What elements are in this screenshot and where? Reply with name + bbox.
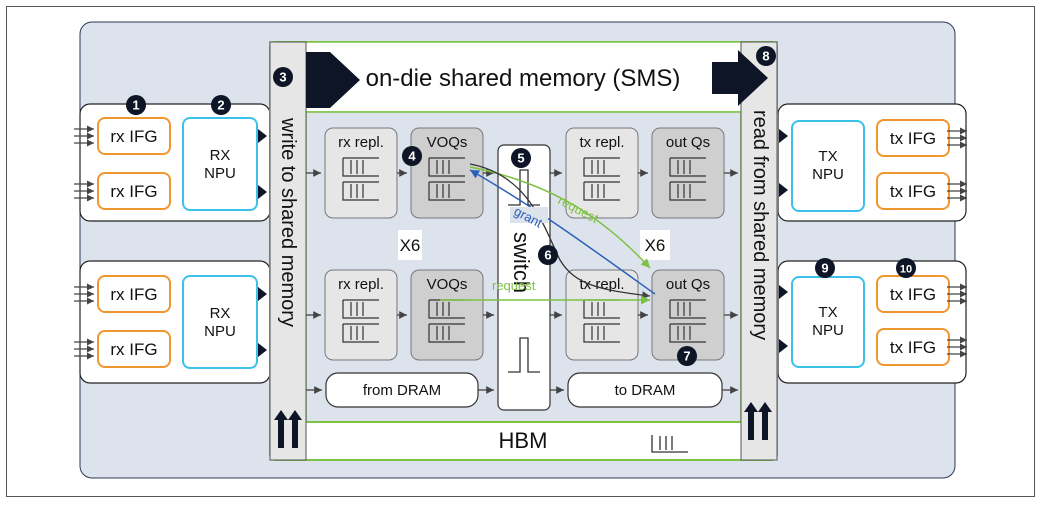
rx-ifg-label: rx IFG: [110, 285, 157, 304]
step-badge-number: 7: [683, 349, 690, 364]
step-badge-number: 9: [821, 261, 828, 276]
step-badge-number: 10: [900, 264, 912, 276]
tx-repl-queue-icon: [583, 157, 620, 201]
out-qs-label: out Qs: [666, 134, 710, 151]
rx-ifg-label: rx IFG: [110, 340, 157, 359]
step-badge-number: 2: [217, 98, 224, 113]
hbm-queue-icon: [651, 435, 688, 453]
step-badge-7: [677, 346, 697, 366]
out-qs-label: out Qs: [666, 276, 710, 293]
request-label-bottom: request: [492, 278, 536, 293]
x6-label-right: X6: [645, 236, 666, 255]
rx-repl-queue-icon: [342, 299, 379, 343]
read-bar: [740, 41, 778, 461]
step-badge-1: [126, 95, 146, 115]
rx-ifg-box: [97, 117, 171, 155]
tx-npu-label-1: TX: [818, 148, 837, 165]
step-badge-number: 3: [279, 70, 286, 85]
step-badge-9: [815, 258, 835, 278]
rx-npu-out-arrow: [258, 129, 267, 143]
step-badge-5: [511, 148, 531, 168]
tx-npu-in-arrow: [779, 129, 788, 143]
rx-npu-box: [182, 275, 258, 369]
write-label: write to shared memory: [277, 117, 299, 327]
hbm-write-arrows: [274, 410, 302, 448]
step-badge-8: [756, 46, 776, 66]
rx-port-lines: [74, 338, 94, 360]
out-qs-queue-icon: [669, 157, 706, 201]
tx-port-lines: [947, 336, 967, 358]
step-badge-4: [402, 146, 422, 166]
rx-npu-label-2: NPU: [204, 323, 236, 340]
rx-npu-box: [182, 117, 258, 211]
rx-repl-label: rx repl.: [338, 276, 384, 293]
voqs-queue-icon: [428, 157, 465, 201]
rx-npu-label-1: RX: [210, 305, 231, 322]
out-qs-queue-icon: [669, 299, 706, 343]
tx-ifg-label: tx IFG: [890, 182, 936, 201]
voqs-label: VOQs: [427, 276, 468, 293]
hbm-label: HBM: [499, 428, 548, 453]
tx-npu-label-1: TX: [818, 304, 837, 321]
step-badge-6: [538, 245, 558, 265]
voqs-queue-icon: [428, 299, 465, 343]
rx-repl-queue-icon: [342, 157, 379, 201]
tx-port-lines: [947, 180, 967, 202]
tx-npu-label-2: NPU: [812, 322, 844, 339]
tx-npu-in-arrow: [779, 183, 788, 197]
step-badge-number: 1: [132, 98, 139, 113]
sms-read-arrow: [712, 50, 768, 106]
step-badge-2: [211, 95, 231, 115]
from-dram-label: from DRAM: [363, 382, 441, 399]
rx-ifg-label: rx IFG: [110, 127, 157, 146]
read-label: read from shared memory: [749, 110, 771, 340]
switch-pulse-icon: [508, 169, 540, 373]
tx-npu-in-arrow: [779, 339, 788, 353]
step-badge-3: [273, 67, 293, 87]
tx-npu-label-2: NPU: [812, 166, 844, 183]
tx-npu-box: [791, 120, 865, 212]
rx-ifg-box: [97, 172, 171, 210]
rx-port-lines: [74, 125, 94, 147]
step-badge-number: 5: [517, 151, 524, 166]
tx-npu-in-arrow: [779, 285, 788, 299]
rx-npu-out-arrow: [258, 287, 267, 301]
rx-ifg-box: [97, 330, 171, 368]
tx-ifg-label: tx IFG: [890, 129, 936, 148]
tx-repl-label: tx repl.: [579, 134, 624, 151]
write-bar: [269, 41, 307, 461]
rx-npu-out-arrow: [258, 185, 267, 199]
rx-ifg-box: [97, 275, 171, 313]
step-badge-number: 6: [544, 248, 551, 263]
sms-write-arrow: [306, 52, 360, 108]
rx-npu-label-2: NPU: [204, 165, 236, 182]
rx-repl-label: rx repl.: [338, 134, 384, 151]
x6-label-left: X6: [400, 236, 421, 255]
tx-ifg-label: tx IFG: [890, 338, 936, 357]
rx-npu-label-1: RX: [210, 147, 231, 164]
rx-ifg-label: rx IFG: [110, 182, 157, 201]
step-badge-number: 4: [408, 149, 416, 164]
tx-port-lines: [947, 127, 967, 149]
step-badge-10: [896, 258, 916, 278]
to-dram-label: to DRAM: [615, 382, 676, 399]
hbm-read-arrows: [744, 402, 772, 440]
grant-arrow: [469, 169, 656, 295]
step-badge-number: 8: [762, 49, 769, 64]
rx-npu-out-arrow: [258, 343, 267, 357]
data-path-arrow: [469, 163, 651, 299]
tx-port-lines: [947, 283, 967, 305]
tx-ifg-label: tx IFG: [890, 285, 936, 304]
switch-label: switch: [509, 232, 534, 293]
request-arrow-top: [469, 166, 651, 269]
voqs-label: VOQs: [427, 134, 468, 151]
tx-repl-label: tx repl.: [579, 276, 624, 293]
rx-port-lines: [74, 283, 94, 305]
rx-port-lines: [74, 180, 94, 202]
sms-label: on-die shared memory (SMS): [366, 65, 681, 92]
